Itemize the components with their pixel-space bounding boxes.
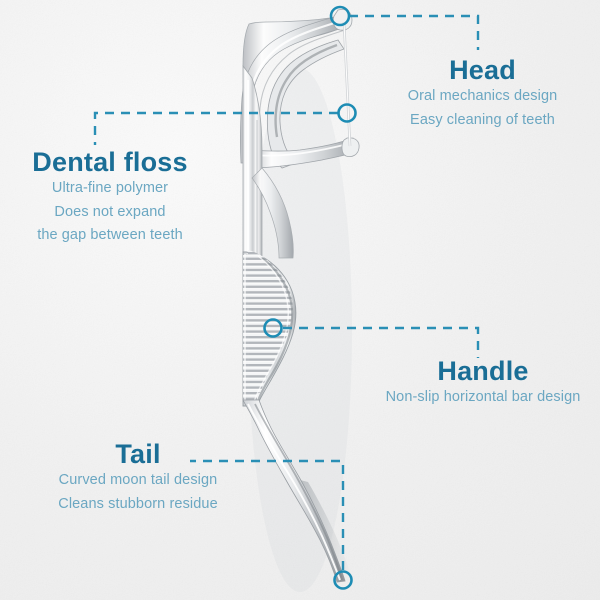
callout-dental-floss-line-1: Ultra-fine polymer (51, 180, 169, 197)
leader-line-dental-floss (93, 111, 338, 145)
callout-tail-title: Tail (115, 439, 161, 469)
leader-line-handle (283, 326, 480, 358)
leader-line-head (349, 14, 480, 50)
callout-head-title: Head (449, 55, 516, 85)
callout-handle-line-1: Non-slip horizontal bar design (385, 389, 581, 406)
marker-dental-floss (337, 103, 357, 123)
callout-dental-floss: Dental floss Ultra-fine polymer Does not… (10, 147, 210, 248)
callout-handle-title: Handle (437, 356, 529, 386)
callout-head: Head Oral mechanics design Easy cleaning… (380, 55, 585, 132)
marker-head (329, 5, 351, 27)
callout-head-line-1: Oral mechanics design (407, 88, 558, 105)
callout-tail-line-2: Cleans stubborn residue (58, 495, 218, 512)
callout-tail-line-1: Curved moon tail design (58, 472, 218, 489)
callout-handle: Handle Non-slip horizontal bar design (368, 356, 598, 410)
callout-dental-floss-line-3: the gap between teeth (37, 227, 183, 244)
marker-handle (263, 318, 283, 338)
callout-head-line-2: Easy cleaning of teeth (410, 111, 555, 128)
callout-dental-floss-line-2: Does not expand (54, 203, 166, 220)
callout-dental-floss-title: Dental floss (32, 147, 188, 177)
leader-line-tail (190, 459, 345, 570)
callout-tail: Tail Curved moon tail design Cleans stub… (38, 439, 238, 516)
marker-tail (333, 570, 353, 590)
